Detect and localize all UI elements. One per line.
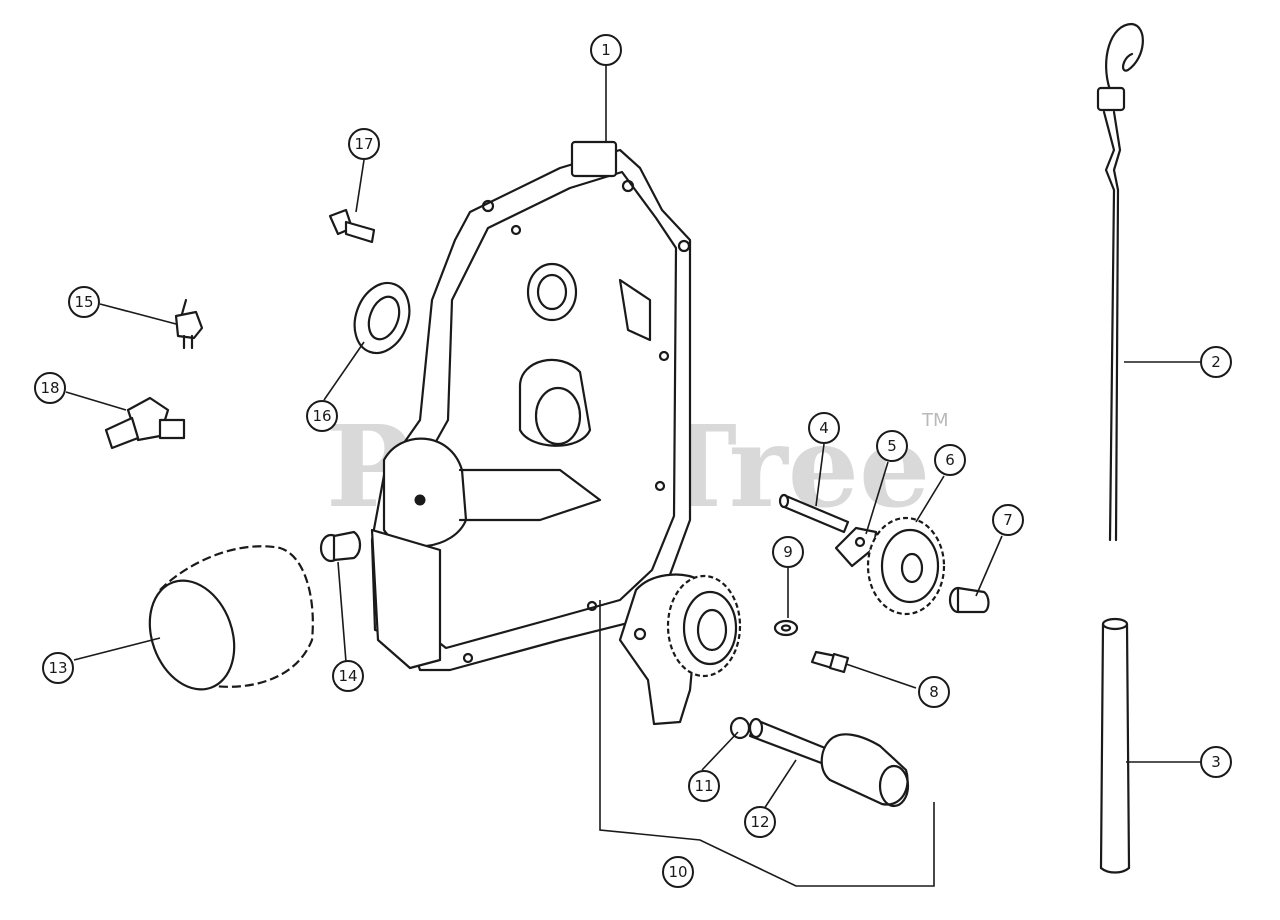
callout-10[interactable]: 10 [662,856,694,888]
svg-text:18: 18 [40,379,59,397]
part-drain-plug[interactable] [319,530,362,563]
part-gear-cover[interactable] [370,140,692,672]
part-bolt-8[interactable] [810,650,850,674]
svg-text:6: 6 [945,451,955,469]
svg-text:10: 10 [668,863,687,881]
callout-16[interactable]: 16 [306,400,338,432]
callout-9[interactable]: 9 [772,536,804,568]
svg-text:2: 2 [1211,353,1221,371]
part-shaft[interactable] [778,493,850,534]
part-dipstick-tube[interactable] [1099,617,1131,874]
part-o-ring[interactable] [729,716,751,740]
part-pressure-switch[interactable] [174,298,204,350]
part-plug[interactable] [948,586,990,614]
svg-text:5: 5 [887,437,897,455]
watermark-trademark: TM [921,410,949,431]
svg-text:11: 11 [694,777,713,795]
callout-6[interactable]: 6 [934,444,966,476]
callout-1[interactable]: 1 [590,34,622,66]
callout-14[interactable]: 14 [332,660,364,692]
callout-15[interactable]: 15 [68,286,100,318]
leader-lines [65,64,1200,887]
callout-17[interactable]: 17 [348,128,380,160]
callout-8[interactable]: 8 [918,676,950,708]
part-dipstick[interactable] [1096,22,1144,542]
part-oil-seal[interactable] [345,275,418,360]
part-bolt-17[interactable] [328,208,376,244]
callout-5[interactable]: 5 [876,430,908,462]
callout-7[interactable]: 7 [992,504,1024,536]
svg-text:3: 3 [1211,753,1221,771]
svg-text:4: 4 [819,419,829,437]
svg-text:16: 16 [312,407,331,425]
callout-12[interactable]: 12 [744,806,776,838]
svg-text:13: 13 [48,659,67,677]
callout-2[interactable]: 2 [1200,346,1232,378]
callout-3[interactable]: 3 [1200,746,1232,778]
callout-4[interactable]: 4 [808,412,840,444]
svg-text:15: 15 [74,293,93,311]
svg-text:8: 8 [929,683,939,701]
part-oil-pump-assembly[interactable] [618,573,742,726]
part-governor-gear[interactable] [866,516,946,616]
svg-text:12: 12 [750,813,769,831]
svg-text:1: 1 [601,41,611,59]
part-elbow-fitting[interactable] [104,396,186,450]
svg-text:17: 17 [354,135,373,153]
part-oil-filter[interactable] [135,545,314,701]
part-washer[interactable] [773,619,799,637]
svg-text:7: 7 [1003,511,1013,529]
svg-text:14: 14 [338,667,357,685]
callout-13[interactable]: 13 [42,652,74,684]
part-pump-shaft[interactable] [748,717,910,808]
callout-11[interactable]: 11 [688,770,720,802]
callout-18[interactable]: 18 [34,372,66,404]
svg-text:9: 9 [783,543,793,561]
